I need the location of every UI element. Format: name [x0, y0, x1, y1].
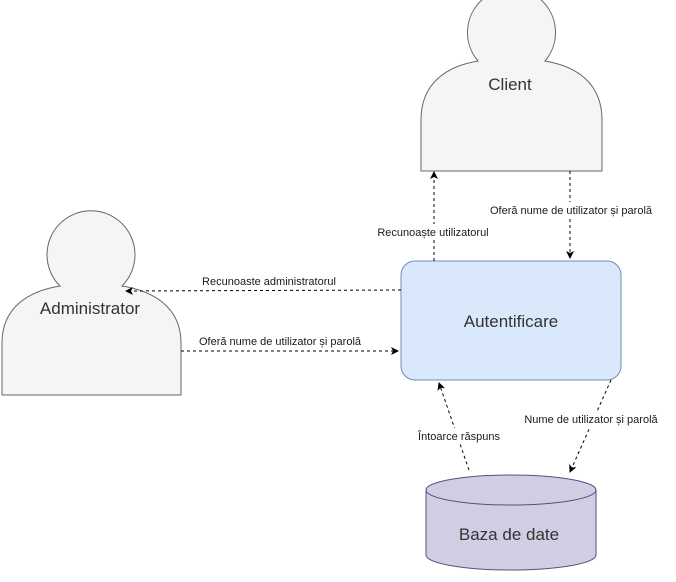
edge-label-auth-to-admin-text: Recunoaste administratorul — [202, 276, 336, 288]
edge-auth-to-admin — [125, 286, 402, 295]
edge-label-auth-to-db-text: Nume de utilizator și parolă — [524, 414, 658, 426]
edge-label-client-to-auth: Oferă nume de utilizator și parolă — [481, 202, 661, 218]
authentication-label: Autentificare — [464, 312, 559, 331]
edge-label-client-to-auth-text: Oferă nume de utilizator și parolă — [490, 205, 653, 217]
administrator-label: Administrator — [40, 299, 140, 318]
edge-label-auth-to-client-text: Recunoaște utilizatorul — [377, 227, 488, 239]
database-node[interactable]: Baza de date — [425, 474, 597, 571]
database-label: Baza de date — [459, 525, 559, 544]
edge-label-admin-to-auth: Oferă nume de utilizator și parolă — [190, 333, 370, 349]
edge-label-auth-to-admin: Recunoaste administratorul — [193, 273, 345, 288]
edge-label-auth-to-client: Recunoaște utilizatorul — [368, 224, 498, 240]
client-label: Client — [488, 75, 532, 94]
edge-label-db-to-auth-text: Întoarce răspuns — [417, 430, 500, 443]
administrator-actor[interactable]: Administrator — [1, 210, 182, 396]
client-actor[interactable]: Client — [420, 0, 603, 172]
edge-label-db-to-auth: Întoarce răspuns — [412, 428, 506, 444]
edge-label-admin-to-auth-text: Oferă nume de utilizator și parolă — [199, 336, 362, 348]
edge-db-to-auth — [437, 382, 470, 471]
authentication-node[interactable]: Autentificare — [400, 260, 622, 381]
edge-label-auth-to-db: Nume de utilizator și parolă — [517, 411, 667, 427]
